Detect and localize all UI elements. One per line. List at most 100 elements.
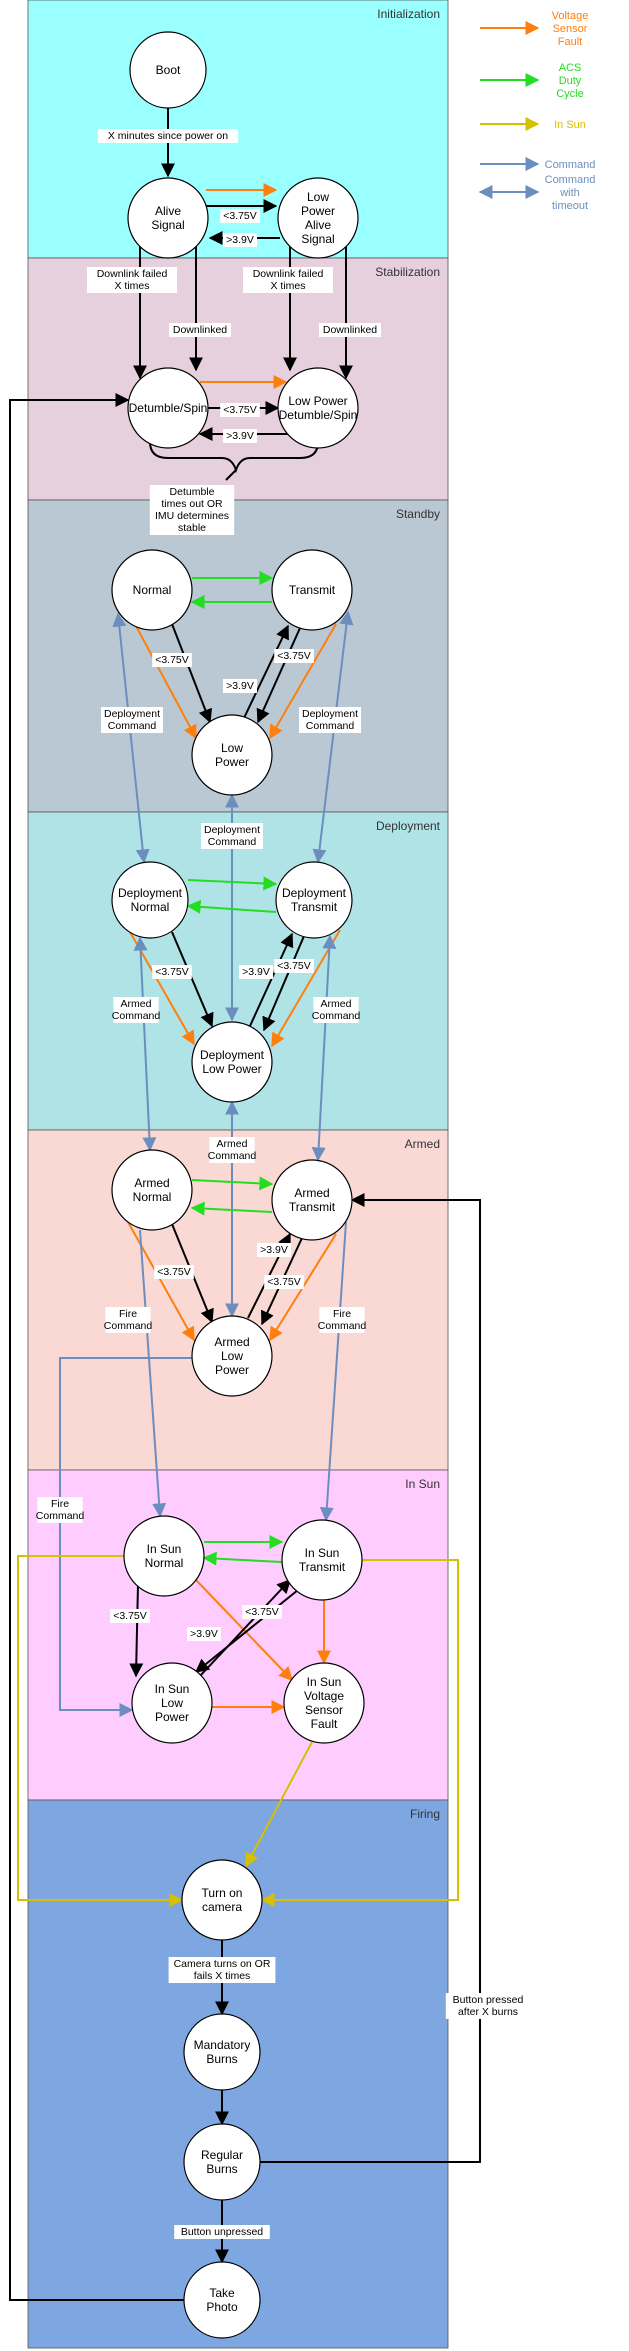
label-x-minutes-bg — [97, 129, 239, 143]
label-deploy-lowv-left-bg — [152, 965, 192, 979]
state-boot: Boot — [129, 31, 207, 109]
edge-anormal-fire-cmd — [139, 1229, 167, 1518]
state-label-lpalive: Low — [307, 190, 329, 204]
label-standby-deploy-right-text: Deployment — [302, 708, 358, 720]
label-detumble-timeout-bg — [149, 485, 235, 535]
label-armed-fire-left-bg — [105, 1307, 151, 1333]
state-circle-mandatory — [183, 2013, 261, 2091]
state-circle-normal — [111, 549, 193, 631]
state-label-boot: Boot — [156, 63, 181, 77]
label-button-unpressed: Button unpressed — [174, 2225, 270, 2239]
edge-insun-right-to-camera — [260, 1559, 459, 1907]
edge-normal-deploy-cmd — [112, 612, 150, 864]
state-detumble: Detumble/Spin — [127, 367, 209, 449]
state-label-lpalive: Power — [301, 204, 335, 218]
legend-item-2: In Sun — [480, 117, 586, 131]
label-deploy-highv: >3.9V — [239, 965, 273, 979]
state-label-slowpower: In Sun — [155, 1682, 190, 1696]
label-armed-highv-text: >3.9V — [260, 1244, 288, 1256]
label-insun-highv: >3.9V — [187, 1627, 221, 1641]
edge-lowpower-to-transmit — [243, 624, 289, 719]
state-label-regular: Burns — [206, 2162, 237, 2176]
label-button-unpressed-bg — [174, 2225, 270, 2239]
state-label-atransmit: Armed — [294, 1186, 329, 1200]
label-armed-fire-right-text: Fire — [333, 1308, 351, 1320]
label-button-pressed-text: Button pressed — [453, 1994, 524, 2006]
label-armed-fire-right-bg — [319, 1307, 365, 1333]
label-armed-lowv-right-text: <3.75V — [267, 1276, 301, 1288]
label-armed-fire-left-text: Fire — [119, 1308, 137, 1320]
edge-atransmit-fire-cmd — [319, 1221, 347, 1522]
state-label-snormal: Normal — [145, 1556, 184, 1570]
label-alive-downlinked-text: Downlinked — [173, 324, 227, 336]
label-alive-downlink-failed-text: X times — [114, 280, 149, 292]
label-deploy-armed-center-text: Armed — [217, 1138, 248, 1150]
state-label-atransmit: Transmit — [289, 1200, 336, 1214]
state-label-lpdetumble: Low Power — [288, 394, 347, 408]
state-circle-snormal — [123, 1515, 205, 1597]
state-circle-lpdetumble — [277, 367, 359, 449]
label-deploy-armed-left-text: Command — [112, 1010, 161, 1022]
label-deploy-armed-right-text: Command — [312, 1010, 361, 1022]
state-circle-boot — [129, 31, 207, 109]
label-deploy-armed-left-text: Armed — [121, 998, 152, 1010]
state-label-camera: Turn on — [202, 1886, 243, 1900]
label-armed-highv-bg — [257, 1243, 291, 1257]
state-label-detumble: Detumble/Spin — [129, 401, 208, 415]
label-deploy-highv-text: >3.9V — [242, 966, 270, 978]
label-init-highv-bg — [223, 233, 257, 247]
region-armed — [27, 1129, 449, 1471]
label-deploy-lowv-left-text: <3.75V — [155, 966, 189, 978]
label-insun-lowv-left-bg — [110, 1609, 150, 1623]
label-insun-lowv-right: <3.75V — [242, 1605, 282, 1619]
label-lpalive-downlink-failed-text: X times — [270, 280, 305, 292]
state-label-camera: camera — [202, 1900, 242, 1914]
state-circle-dtransmit — [275, 861, 353, 939]
label-deploy-lowv-right-bg — [274, 959, 314, 973]
state-label-normal: Normal — [133, 583, 172, 597]
region-title-stab: Stabilization — [375, 265, 440, 279]
label-button-pressed-text: after X burns — [458, 2006, 518, 2018]
state-label-photo: Photo — [206, 2300, 238, 2314]
label-armed-lowv-left-bg — [154, 1265, 194, 1279]
edge-atransmit-to-anormal — [190, 1201, 273, 1216]
state-transmit: Transmit — [271, 549, 353, 631]
legend-item-3: Command — [480, 157, 595, 171]
label-standby-deploy-right-bg — [299, 707, 361, 733]
state-label-stransmit: In Sun — [305, 1546, 340, 1560]
state-label-alowpower: Low — [221, 1349, 243, 1363]
edge-dlowpower-to-dtransmit — [249, 932, 294, 1027]
state-circle-atransmit — [271, 1159, 353, 1241]
label-armed-fire-lowpower-text: Fire — [51, 1498, 69, 1510]
label-stab-lowv-text: <3.75V — [223, 404, 257, 416]
state-circle-lowpower — [191, 714, 273, 796]
state-circle-anormal — [111, 1149, 193, 1231]
label-standby-lowv-left-text: <3.75V — [155, 654, 189, 666]
edge-normal-to-lowpower-lowv — [171, 623, 212, 724]
label-deploy-lowv-right: <3.75V — [274, 959, 314, 973]
state-label-regular: Regular — [201, 2148, 243, 2162]
label-armed-lowv-left: <3.75V — [154, 1265, 194, 1279]
label-standby-lowv-right-bg — [274, 649, 314, 663]
state-label-slowpower: Low — [161, 1696, 183, 1710]
state-label-alowpower: Power — [215, 1363, 249, 1377]
edge-dnormal-armed-cmd — [133, 936, 157, 1152]
state-label-dlowpower: Deployment — [200, 1048, 265, 1062]
